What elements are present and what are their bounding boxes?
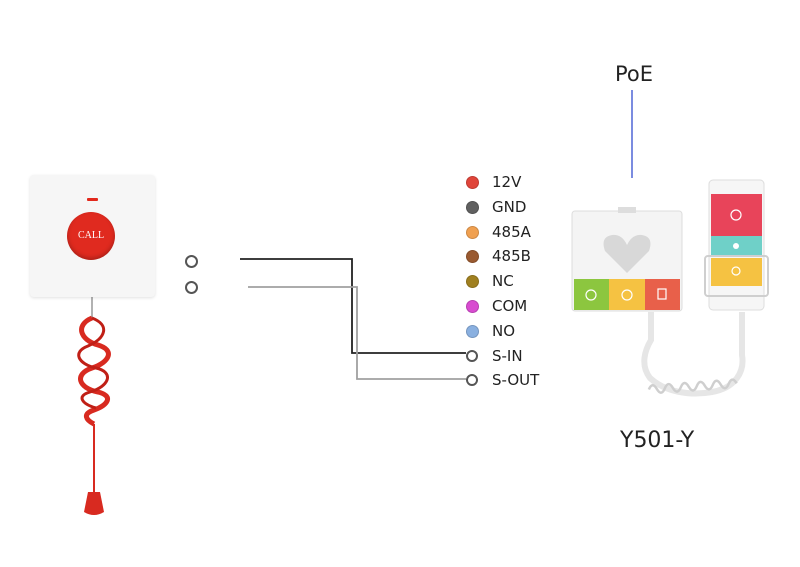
terminal-dot-485b bbox=[466, 250, 479, 264]
terminal-label-485a: 485A bbox=[492, 222, 531, 241]
call-button-icon bbox=[67, 212, 115, 260]
heart-speaker-icon bbox=[603, 234, 651, 273]
intercom-handset bbox=[704, 179, 769, 311]
call-terminal-1 bbox=[185, 255, 198, 268]
terminal-label-nc: NC bbox=[492, 272, 514, 291]
terminal-dot-12v bbox=[466, 176, 479, 189]
terminal-dot-com bbox=[466, 300, 479, 313]
handset-red-button bbox=[711, 194, 762, 236]
wire-gray bbox=[248, 286, 466, 380]
terminal-label-485b: 485B bbox=[492, 247, 531, 266]
terminal-label-no: NO bbox=[492, 321, 516, 340]
terminal-label-com: COM bbox=[492, 297, 528, 315]
cord-coil-2 bbox=[77, 316, 109, 410]
terminal-dot-s-in bbox=[466, 349, 478, 362]
terminal-dot-s-out bbox=[466, 374, 478, 387]
panel-yellow-button bbox=[609, 279, 645, 310]
terminal-dot-485a bbox=[466, 225, 479, 239]
curly-cord-coils bbox=[647, 378, 738, 394]
terminal-dot-nc bbox=[466, 275, 479, 289]
model-label: Y501-Y bbox=[620, 428, 695, 453]
panel-green-button bbox=[574, 279, 609, 310]
intercom-panel bbox=[571, 207, 683, 312]
terminal-dot-no bbox=[466, 324, 479, 338]
cord-handle bbox=[84, 492, 104, 515]
wire-black bbox=[240, 258, 466, 354]
call-indicator-led bbox=[87, 198, 98, 201]
person-icon bbox=[657, 288, 667, 300]
check-icon-2 bbox=[733, 243, 739, 249]
terminal-label-12v: 12V bbox=[492, 173, 522, 191]
phone-icon bbox=[730, 209, 742, 221]
star-icon bbox=[621, 289, 633, 301]
call-button-label: CALL bbox=[77, 230, 105, 241]
sun-icon bbox=[731, 266, 741, 276]
call-terminal-2 bbox=[185, 281, 198, 294]
terminal-dot-gnd bbox=[466, 200, 479, 214]
terminal-label-gnd: GND bbox=[492, 197, 527, 216]
terminal-label-s-out: S-OUT bbox=[492, 371, 540, 390]
curly-cord bbox=[641, 312, 746, 397]
terminal-label-s-in: S-IN bbox=[492, 346, 523, 365]
panel-red-button bbox=[645, 279, 680, 310]
poe-label: PoE bbox=[615, 62, 654, 86]
handset-yellow-button bbox=[711, 258, 762, 286]
check-icon bbox=[585, 289, 597, 301]
